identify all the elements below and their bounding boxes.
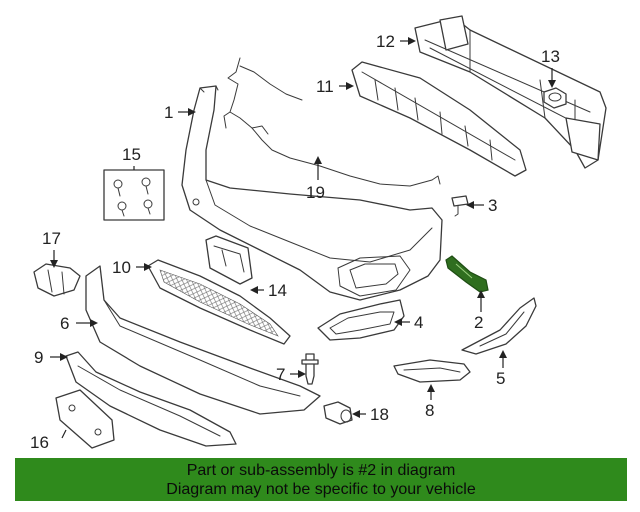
callout-15: 15: [122, 145, 141, 164]
part-4-fog-bezel: [317, 299, 405, 341]
part-10-grille: [147, 259, 291, 345]
part-14-license-bracket: [205, 235, 253, 285]
callout-19: 19: [306, 183, 325, 202]
part-9-deflector: [65, 351, 237, 447]
leader-lines: [50, 37, 556, 439]
part-16-plate: [55, 389, 115, 449]
banner-line-1: Part or sub-assembly is #2 in diagram: [186, 461, 456, 479]
part-6-lower-cover: [85, 265, 321, 415]
callout-17: 17: [42, 229, 61, 248]
callout-9: 9: [34, 348, 43, 367]
callout-12: 12: [376, 32, 395, 51]
callout-6: 6: [60, 314, 69, 333]
callout-18: 18: [370, 405, 389, 424]
callout-14: 14: [268, 281, 287, 300]
part-13-nut: [543, 87, 567, 109]
part-11-energy-absorber: [351, 61, 527, 177]
callout-3: 3: [488, 196, 497, 215]
part-12-reinforcement-bar: [414, 15, 607, 169]
callout-13: 13: [541, 47, 560, 66]
callout-8: 8: [425, 401, 434, 420]
part-17-bracket: [33, 263, 81, 297]
callout-10: 10: [112, 258, 131, 277]
part-5-side-bracket: [461, 297, 537, 355]
banner-line-2: Diagram may not be specific to your vehi…: [166, 480, 476, 498]
part-7-pin: [301, 353, 319, 385]
callout-labels: 1 2 3 4 5 6 7 8 9 10 11 12 13 14 15 16 1…: [30, 32, 560, 452]
callout-1: 1: [164, 103, 173, 122]
callout-4: 4: [414, 313, 423, 332]
part-2-bracket-highlighted: [445, 255, 489, 293]
part-1-bumper-cover: [181, 85, 443, 301]
callout-2: 2: [474, 313, 483, 332]
part-15-clips-set: [103, 169, 165, 221]
part-19-wiring-harness: [223, 57, 441, 187]
callout-11: 11: [316, 77, 334, 96]
callout-16: 16: [30, 433, 49, 452]
callout-5: 5: [496, 369, 505, 388]
info-banner: Part or sub-assembly is #2 in diagram Di…: [15, 458, 627, 501]
part-18-sensor: [323, 401, 353, 425]
part-3-screw: [451, 195, 469, 217]
callout-7: 7: [276, 365, 285, 384]
part-8-trim: [393, 359, 471, 383]
